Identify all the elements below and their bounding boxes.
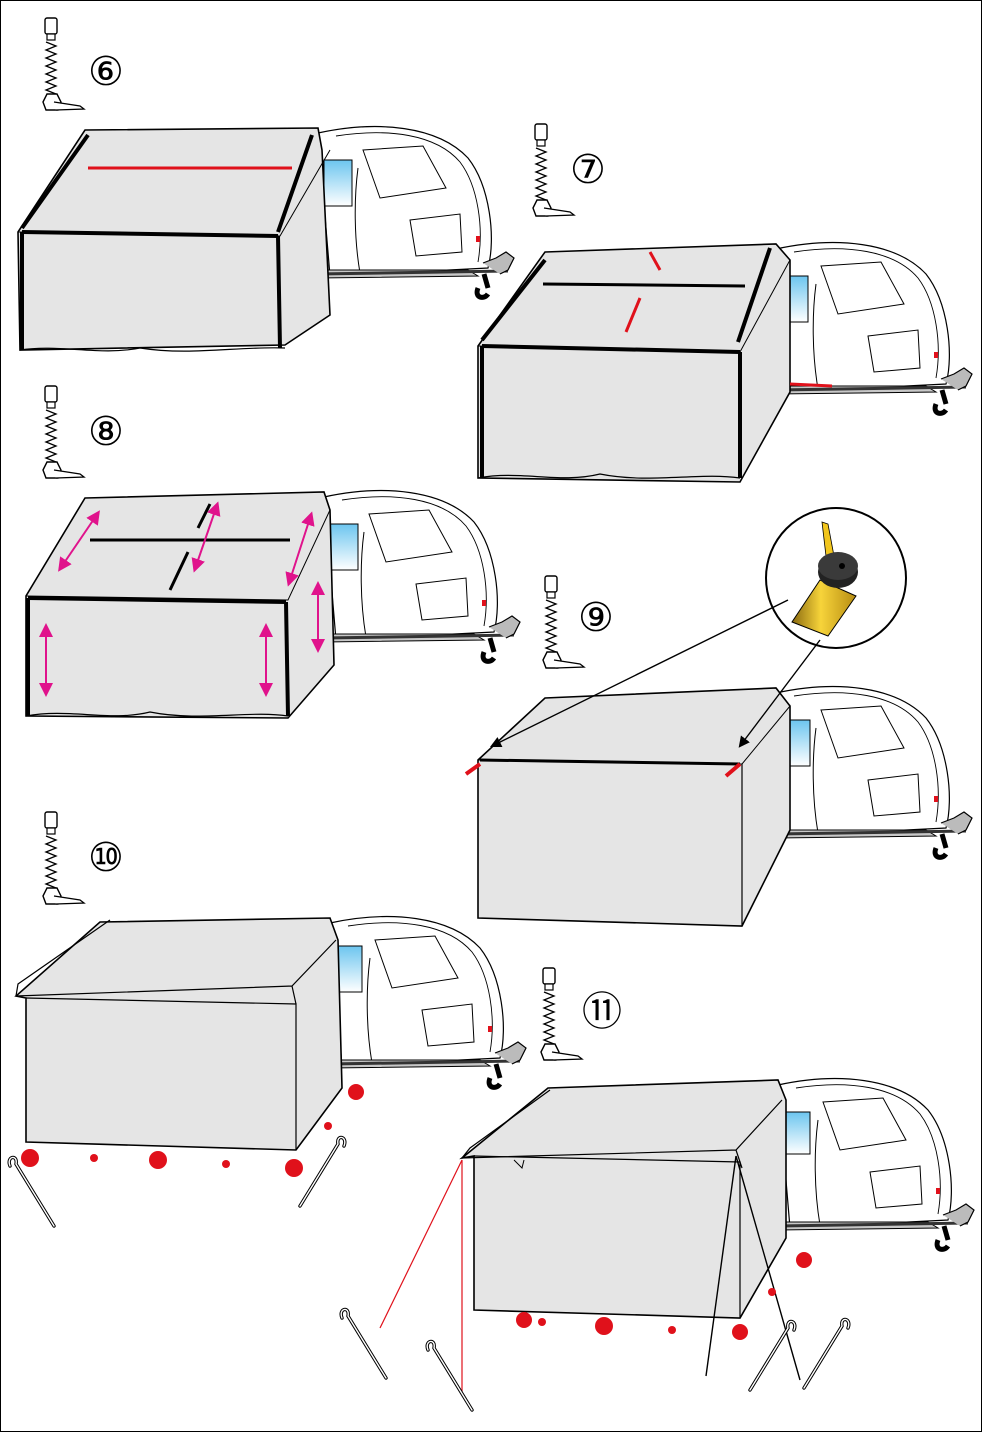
tent-peg-icon: [298, 1135, 347, 1208]
tent-peg-icon: [339, 1307, 388, 1380]
step-number-9: ⑨: [578, 595, 614, 641]
zipper-icon: [42, 17, 85, 111]
tent-peg-icon: [748, 1319, 797, 1392]
step-number-6: ⑥: [88, 49, 124, 95]
step-6-illustration: [17, 17, 514, 352]
tent-peg-icon: [7, 1155, 56, 1228]
zipper-icon: [42, 811, 85, 905]
step-number-10: ⑩: [88, 835, 124, 881]
zipper-icon: [42, 385, 85, 479]
step-7-illustration: [477, 123, 972, 483]
tent-peg-icon: [425, 1339, 474, 1412]
step-number-11: ⑪: [582, 989, 622, 1035]
step-8-illustration: [25, 385, 520, 719]
step-number-8: ⑧: [88, 409, 124, 455]
step-10-illustration: [7, 811, 526, 1228]
tent-peg-icon: [802, 1317, 851, 1390]
zipper-icon: [532, 123, 575, 217]
step-9-illustration: [464, 507, 972, 927]
step-number-7: ⑦: [570, 147, 606, 193]
zipper-icon: [540, 967, 583, 1061]
pole-end-cap-icon: [765, 507, 907, 649]
step-11-illustration: [339, 967, 974, 1412]
